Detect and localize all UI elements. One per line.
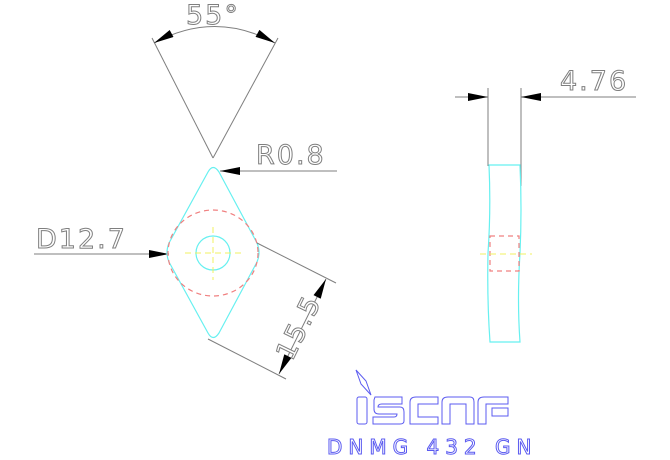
radius-label: R0.8 — [256, 140, 326, 171]
iscar-logo — [355, 369, 509, 425]
thickness-label: 4.76 — [560, 66, 628, 97]
designation-label: DNMG 432 GN — [327, 435, 537, 459]
diameter-dimension: D12.7 — [34, 224, 169, 258]
edge-length-dimension: 15.5 — [207, 242, 337, 380]
angle-dimension: 55° — [151, 0, 279, 159]
edge-length-label: 15.5 — [270, 290, 328, 365]
angle-label: 55° — [186, 0, 240, 31]
insert-top-view — [166, 166, 260, 339]
insert-side-view: 4.76 — [455, 66, 636, 343]
diameter-label: D12.7 — [36, 224, 127, 255]
radius-dimension: R0.8 — [220, 140, 337, 175]
